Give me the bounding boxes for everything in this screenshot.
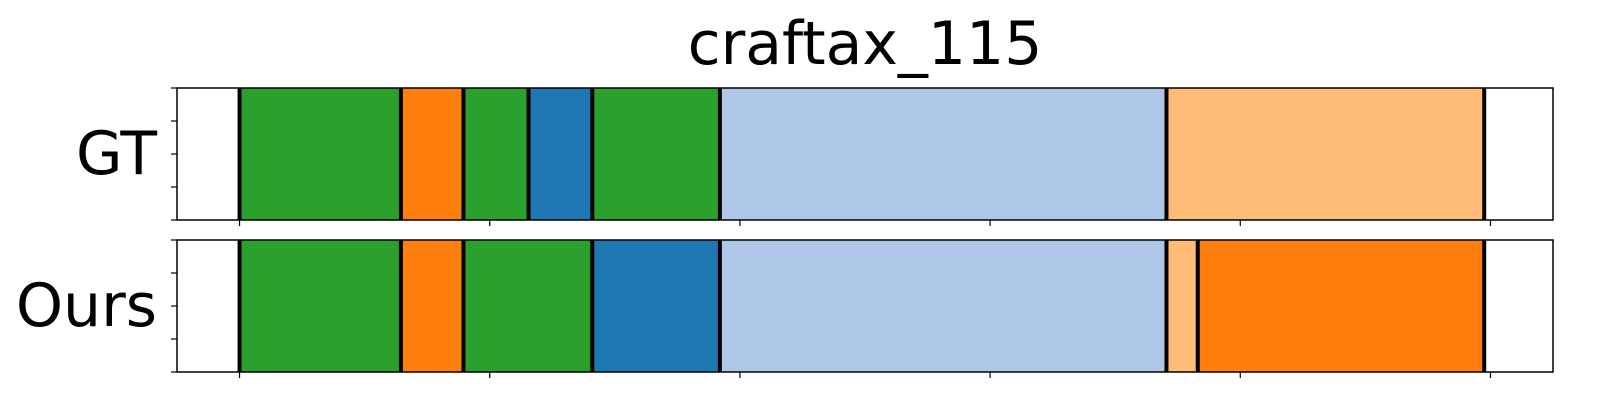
segment-4 — [592, 88, 720, 220]
row-gt-frame — [176, 87, 1554, 221]
segment-0 — [239, 88, 401, 220]
segment-4 — [719, 240, 1167, 372]
row-gt: GT — [76, 87, 1554, 221]
chart-title: craftax_115 — [688, 9, 1043, 79]
segment-2 — [463, 240, 593, 372]
row-ours: Ours — [16, 239, 1554, 373]
row-label-ours: Ours — [16, 271, 157, 341]
segment-1 — [400, 240, 464, 372]
x-axis-ticks — [238, 220, 1492, 378]
row-ours-segments — [237, 240, 1487, 372]
segment-5 — [719, 88, 1167, 220]
row-label-gt: GT — [76, 119, 157, 189]
segment-3 — [528, 88, 593, 220]
row-ours-y-ticks — [171, 239, 177, 373]
segment-5 — [1166, 240, 1198, 372]
segment-2 — [463, 88, 529, 220]
row-ours-frame — [176, 239, 1554, 373]
segment-6 — [1166, 88, 1485, 220]
segment-1 — [400, 88, 464, 220]
segment-0 — [239, 240, 401, 372]
row-gt-y-ticks — [171, 87, 177, 221]
segment-3 — [592, 240, 720, 372]
row-gt-segments — [237, 88, 1487, 220]
segment-6 — [1197, 240, 1485, 372]
